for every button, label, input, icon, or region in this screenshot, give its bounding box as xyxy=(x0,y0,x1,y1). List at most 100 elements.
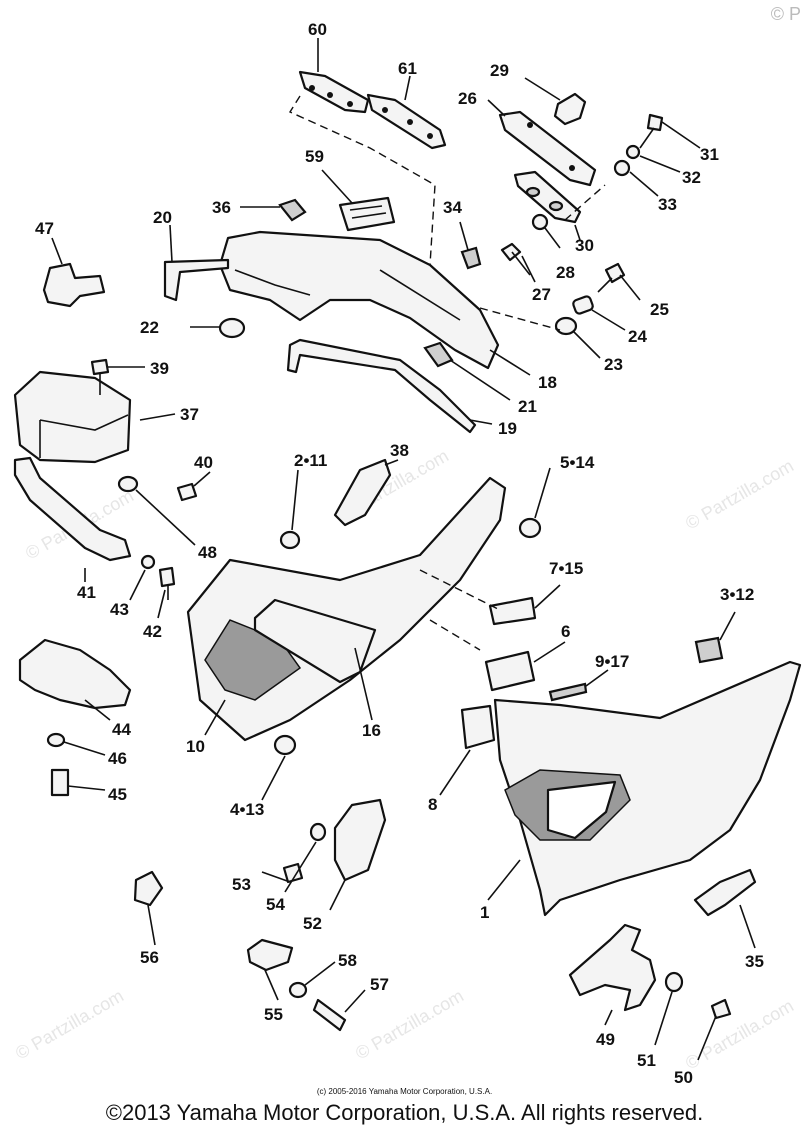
callout-37: 37 xyxy=(180,405,199,424)
part-31-bolt[interactable] xyxy=(639,113,664,149)
part-40-bolt[interactable] xyxy=(176,482,198,502)
callout-24: 24 xyxy=(628,327,647,346)
part-30-plate[interactable] xyxy=(513,170,582,224)
callout-58: 58 xyxy=(338,951,357,970)
corner-copyright-mark: © P xyxy=(770,4,801,24)
part-58-washer[interactable] xyxy=(288,981,308,999)
part-1-side-cover[interactable] xyxy=(493,660,802,917)
part-44-bracket[interactable] xyxy=(18,638,132,710)
callout-40: 40 xyxy=(194,453,213,472)
part-25-bolt[interactable] xyxy=(597,262,626,293)
callout-61: 61 xyxy=(398,59,417,78)
part-54-washer[interactable] xyxy=(309,822,327,842)
callout-51: 51 xyxy=(637,1051,656,1070)
part-51-washer[interactable] xyxy=(664,971,684,993)
callout-41: 41 xyxy=(77,583,96,602)
part-33-nut[interactable] xyxy=(613,159,631,177)
part-9-17-strip[interactable] xyxy=(548,682,588,702)
callout-50: 50 xyxy=(674,1068,693,1087)
callout-9-17: 9•17 xyxy=(595,652,629,671)
part-59-label[interactable] xyxy=(338,196,396,232)
footer-copyright: ©2013 Yamaha Motor Corporation, U.S.A. A… xyxy=(105,1100,704,1125)
part-41-band[interactable] xyxy=(13,456,132,562)
callout-21: 21 xyxy=(518,397,537,416)
callout-59: 59 xyxy=(305,147,324,166)
callout-33: 33 xyxy=(658,195,677,214)
part-49-stay[interactable] xyxy=(568,923,657,1012)
part-27-bolt[interactable] xyxy=(500,242,531,276)
part-5-14-grommet[interactable] xyxy=(518,517,542,539)
part-3-12-clip[interactable] xyxy=(694,636,724,664)
callout-52: 52 xyxy=(303,914,322,933)
callout-1: 1 xyxy=(480,903,489,922)
callout-35: 35 xyxy=(745,952,764,971)
callout-27: 27 xyxy=(532,285,551,304)
part-47-bracket[interactable] xyxy=(42,262,106,308)
callout-6: 6 xyxy=(561,622,570,641)
part-61-rail[interactable] xyxy=(366,93,447,150)
part-50-bolt[interactable] xyxy=(710,998,732,1020)
callout-48: 48 xyxy=(198,543,217,562)
part-48-collar[interactable] xyxy=(117,475,139,493)
part-24-collar[interactable] xyxy=(572,295,594,315)
part-26-bracket[interactable] xyxy=(498,110,597,187)
callout-7-15: 7•15 xyxy=(549,559,583,578)
part-22-grommet[interactable] xyxy=(218,317,246,339)
callout-45: 45 xyxy=(108,785,127,804)
part-23-grommet[interactable] xyxy=(554,316,578,336)
part-53-screw[interactable] xyxy=(282,862,304,884)
part-28-washer[interactable] xyxy=(531,213,549,231)
callout-19: 19 xyxy=(498,419,517,438)
callout-42: 42 xyxy=(143,622,162,641)
part-52-plate[interactable] xyxy=(333,798,387,882)
part-21-block[interactable] xyxy=(423,341,454,368)
callout-57: 57 xyxy=(370,975,389,994)
callout-26: 26 xyxy=(458,89,477,108)
watermark-text: © Partzilla.com xyxy=(682,995,797,1073)
part-57-bolt[interactable] xyxy=(312,998,347,1032)
callout-18: 18 xyxy=(538,373,557,392)
part-56-bracket[interactable] xyxy=(133,870,164,907)
callout-3-12: 3•12 xyxy=(720,585,754,604)
part-7-15-label[interactable] xyxy=(488,596,537,626)
callout-46: 46 xyxy=(108,749,127,768)
part-35-bracket[interactable] xyxy=(693,868,757,917)
part-38-cover[interactable] xyxy=(333,458,392,527)
callout-39: 39 xyxy=(150,359,169,378)
callout-22: 22 xyxy=(140,318,159,337)
part-37-battery-box[interactable] xyxy=(13,370,132,464)
part-45-bolt[interactable] xyxy=(50,768,70,797)
part-32-washer[interactable] xyxy=(625,144,641,160)
part-55-bracket[interactable] xyxy=(246,938,294,972)
part-42-bolt[interactable] xyxy=(158,566,176,600)
part-34-clip[interactable] xyxy=(460,246,482,270)
part-2-11-grommet[interactable] xyxy=(279,530,301,550)
callout-16: 16 xyxy=(362,721,381,740)
callout-54: 54 xyxy=(266,895,285,914)
callout-23: 23 xyxy=(604,355,623,374)
callout-4-13: 4•13 xyxy=(230,800,264,819)
footer-copyright-small: (c) 2005-2016 Yamaha Motor Corporation, … xyxy=(316,1087,493,1096)
part-8-tab[interactable] xyxy=(460,704,496,750)
callout-labels: 60 61 29 26 31 32 33 59 36 34 30 28 27 2… xyxy=(35,20,764,1087)
watermark-text: © Partzilla.com xyxy=(682,455,797,533)
callout-5-14: 5•14 xyxy=(560,453,595,472)
callout-38: 38 xyxy=(390,441,409,460)
callout-56: 56 xyxy=(140,948,159,967)
part-6-label[interactable] xyxy=(484,650,536,692)
part-20-bar[interactable] xyxy=(163,258,230,302)
part-29-knob[interactable] xyxy=(553,92,587,126)
part-60-rail[interactable] xyxy=(298,70,370,114)
callout-53: 53 xyxy=(232,875,251,894)
part-43-washer[interactable] xyxy=(140,554,156,570)
part-46-washer[interactable] xyxy=(46,732,66,748)
part-4-13-grommet[interactable] xyxy=(273,734,297,756)
callout-25: 25 xyxy=(650,300,669,319)
part-36-clip[interactable] xyxy=(278,198,307,222)
part-39-bolt[interactable] xyxy=(90,358,110,395)
part-18-top-cover[interactable] xyxy=(218,230,500,370)
part-19-stay[interactable] xyxy=(286,338,477,434)
callout-43: 43 xyxy=(110,600,129,619)
callout-36: 36 xyxy=(212,198,231,217)
